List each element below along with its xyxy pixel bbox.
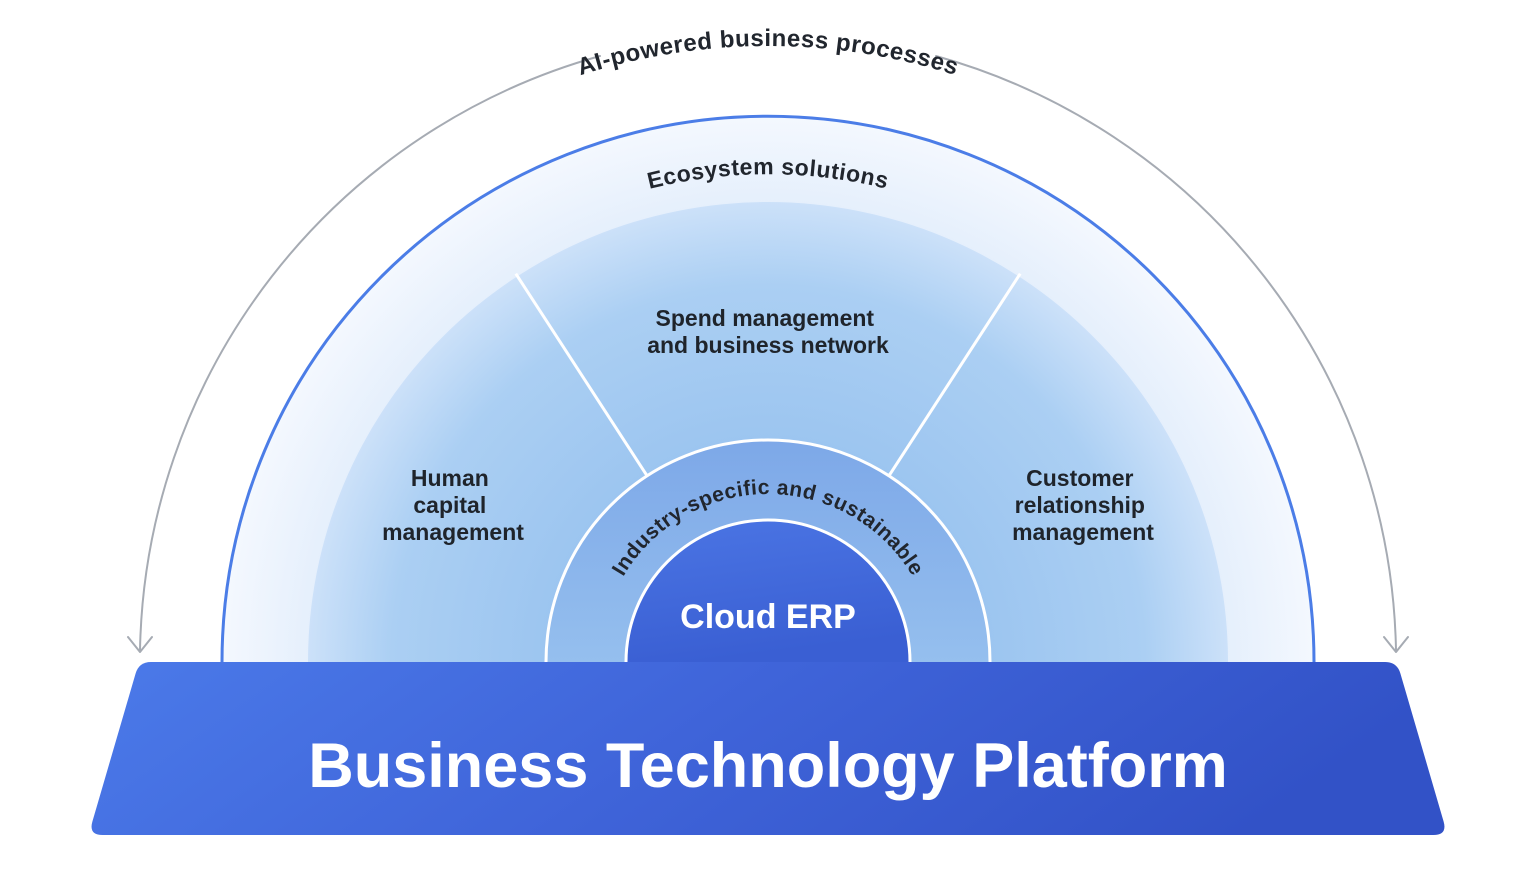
- segment-spend-line1: Spend management: [656, 305, 875, 331]
- segment-divider-left: [514, 272, 653, 483]
- platform-label: Business Technology Platform: [308, 731, 1228, 801]
- segment-hcm-line3: management: [382, 519, 524, 545]
- ai-process-label-text: AI-powered business processes: [574, 25, 961, 81]
- arc-line-left: [139, 55, 601, 651]
- segment-spend-line2: and business network: [647, 332, 889, 358]
- cloud-erp-label: Cloud ERP: [680, 598, 856, 636]
- segment-ring: [308, 202, 1228, 662]
- platform-band: [91, 662, 1445, 835]
- arc-line-right: [935, 55, 1397, 651]
- segment-crm-line2: relationship: [1015, 492, 1145, 518]
- ai-process-label: AI-powered business processes: [574, 25, 962, 81]
- segment-divider-right: [883, 272, 1022, 483]
- segment-crm-line3: management: [1012, 519, 1154, 545]
- ai-process-arc: [127, 55, 1409, 653]
- segment-hcm-line1: Human: [411, 465, 489, 491]
- segment-label-spend-management: Spend management and business network: [647, 305, 889, 358]
- arrow-down-left-icon: [127, 636, 153, 653]
- segment-label-customer-relationship: Customer relationship management: [1012, 465, 1154, 545]
- segment-crm-line1: Customer: [1026, 465, 1133, 491]
- segment-label-human-capital: Human capital management: [382, 465, 524, 545]
- arrow-down-right-icon: [1383, 636, 1409, 653]
- segment-hcm-line2: capital: [413, 492, 486, 518]
- cloud-erp-core: [624, 518, 912, 663]
